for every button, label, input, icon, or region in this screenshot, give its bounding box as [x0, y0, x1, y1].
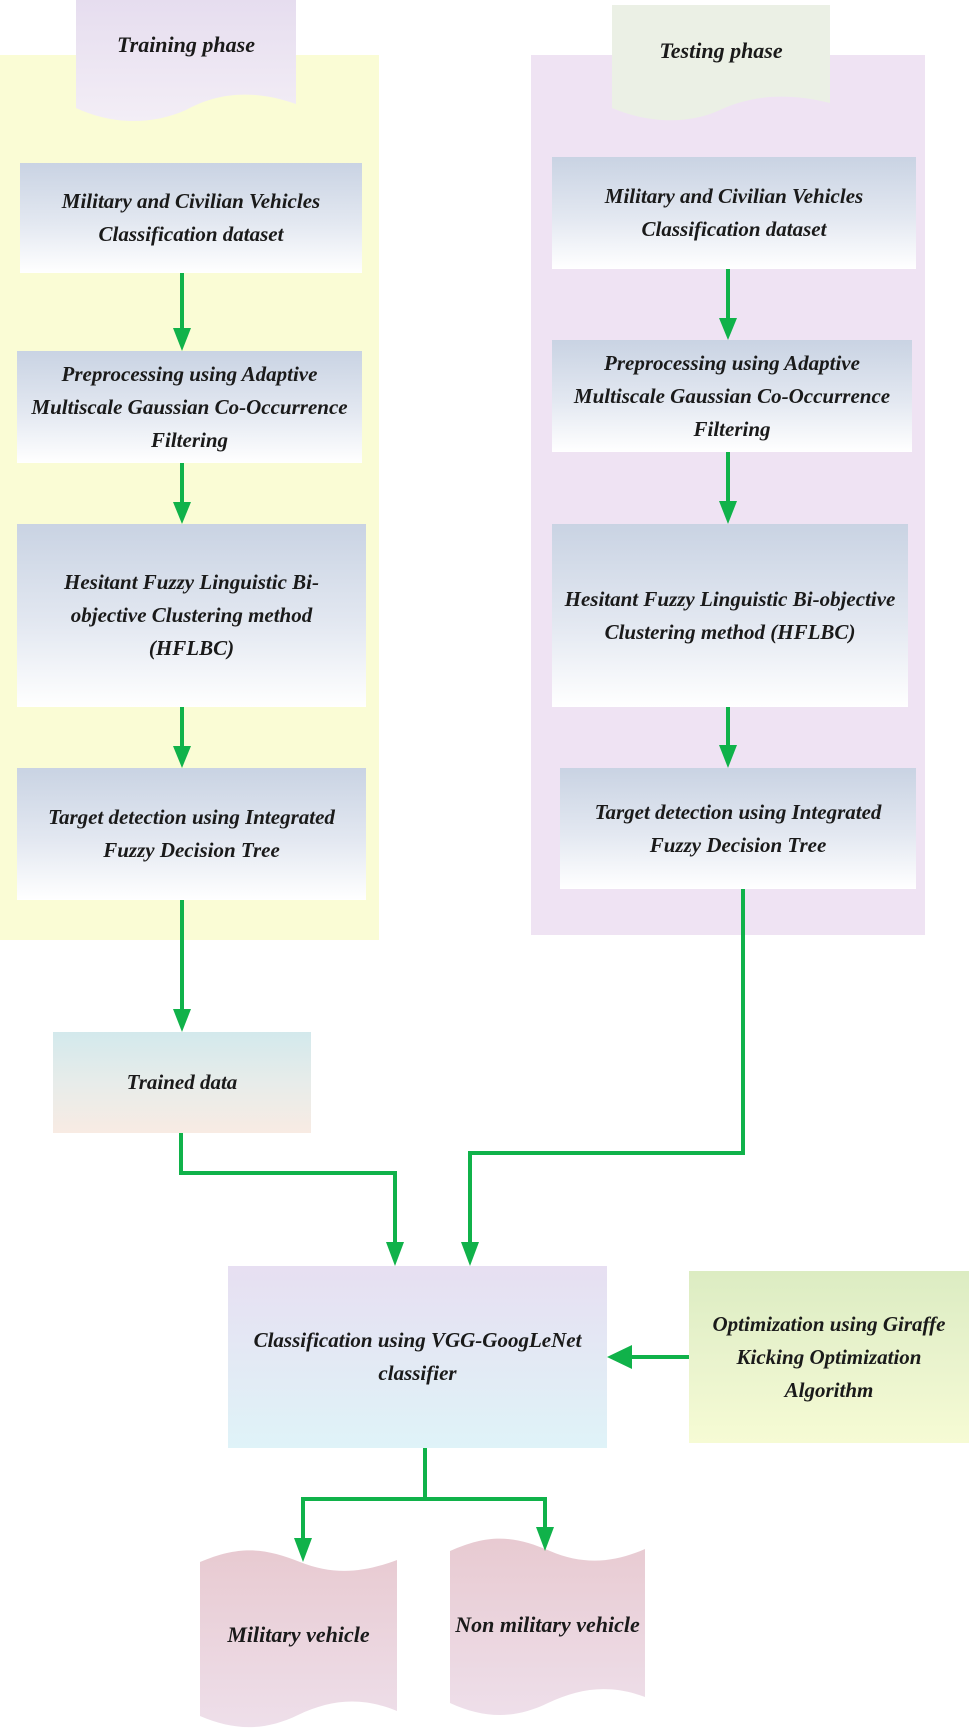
classifier-box: Classification using VGG-GoogLeNet class…	[228, 1266, 607, 1448]
military-vehicle-shape	[200, 1550, 397, 1728]
training-target-detection-box: Target detection using Integrated Fuzzy …	[17, 768, 366, 900]
arrow-classifier-to-non-military	[425, 1497, 547, 1541]
arrowhead	[294, 1538, 312, 1562]
arrowhead	[536, 1527, 554, 1551]
training-phase-header-shape	[76, 0, 296, 122]
training-phase-title: Training phase	[117, 32, 255, 57]
testing-target-detection-box: Target detection using Integrated Fuzzy …	[560, 768, 916, 889]
training-preprocessing-box: Preprocessing using Adaptive Multiscale …	[17, 351, 362, 463]
arrowhead	[461, 1242, 479, 1266]
testing-clustering-box: Hesitant Fuzzy Linguistic Bi-objective C…	[552, 524, 908, 707]
optimizer-box: Optimization using Giraffe Kicking Optim…	[689, 1271, 969, 1443]
testing-phase-header-shape	[612, 5, 830, 121]
arrow-trained-data-to-classifier	[179, 1133, 397, 1244]
arrow-classifier-to-outputs	[301, 1448, 427, 1541]
arrowhead	[719, 745, 737, 768]
testing-phase-title: Testing phase	[659, 38, 783, 63]
non-military-vehicle-label: Non military vehicle	[455, 1612, 640, 1637]
military-vehicle-label: Military vehicle	[227, 1622, 370, 1647]
arrowhead	[607, 1345, 632, 1369]
arrow-test-detection-to-classifier	[468, 889, 745, 1244]
trained-data-box: Trained data	[53, 1032, 311, 1133]
arrowhead	[173, 502, 191, 524]
arrowhead	[386, 1242, 404, 1266]
training-dataset-box: Military and Civilian Vehicles Classific…	[20, 163, 362, 273]
testing-dataset-box: Military and Civilian Vehicles Classific…	[552, 157, 916, 269]
arrowhead	[719, 501, 737, 524]
testing-preprocessing-box: Preprocessing using Adaptive Multiscale …	[552, 340, 912, 452]
training-clustering-box: Hesitant Fuzzy Linguistic Bi-objective C…	[17, 524, 366, 707]
arrowhead	[719, 318, 737, 340]
arrowhead	[173, 746, 191, 768]
arrowhead	[173, 1009, 191, 1032]
non-military-vehicle-shape	[450, 1538, 645, 1715]
arrowhead	[173, 328, 191, 351]
